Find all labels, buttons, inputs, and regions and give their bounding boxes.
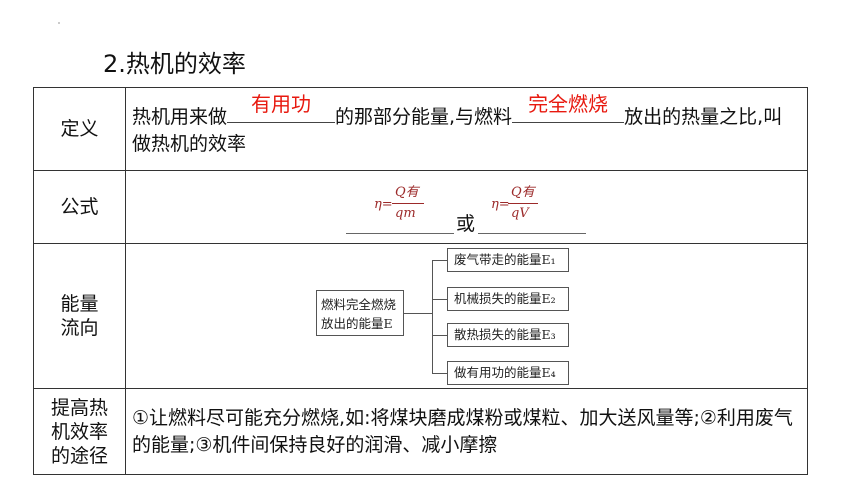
row-improve: 提高热机效率的途径 ①让燃料尽可能充分燃烧,如:将煤块磨成煤粉或煤粒、加大送风量… [33, 388, 808, 475]
connector-vertical [432, 260, 433, 373]
label-definition: 定义 [33, 87, 126, 171]
source-line-2: 放出的能量E [321, 316, 393, 331]
output-box-exhaust: 废气带走的能量E₁ [447, 248, 569, 272]
improve-text: ①让燃料尽可能充分燃烧,如:将煤块磨成煤粉或煤粒、加大送风量等;②利用废气的能量… [132, 406, 793, 456]
formula-area: η= Q有 qm 或 η= Q有 qV [126, 171, 807, 243]
fraction-bar-2 [508, 203, 538, 204]
source-line-1: 燃料完全燃烧 [321, 297, 397, 312]
connector-4 [432, 373, 447, 374]
label-energy-flow-text: 能量流向 [60, 293, 99, 339]
formula-cell: η= Q有 qm 或 η= Q有 qV [125, 170, 808, 244]
or-text: 或 [456, 213, 476, 235]
output-box-mechanical-loss: 机械损失的能量E₂ [447, 287, 569, 311]
row-energy-flow: 能量流向 燃料完全燃烧 放出的能量E 废气带走的能量E₁ 机械损失的能量E₂ 散… [33, 243, 808, 389]
energy-flow-cell: 燃料完全燃烧 放出的能量E 废气带走的能量E₁ 机械损失的能量E₂ 散热损失的能… [125, 243, 808, 389]
section-heading: 2.热机的效率 [103, 50, 246, 78]
connector-main [404, 313, 432, 314]
decorative-dot [58, 22, 60, 24]
blank-1: 有用功 [227, 92, 336, 123]
fraction-bar-1 [392, 203, 424, 204]
blank-line-left [346, 233, 454, 234]
definition-text: 热机用来做 有用功的那部分能量,与燃料完全燃烧放出的热量之比,叫做热机的效率 [126, 92, 807, 158]
answer-complete-combustion: 完全燃烧 [528, 92, 609, 116]
efficiency-table: 定义 热机用来做 有用功的那部分能量,与燃料完全燃烧放出的热量之比,叫做热机的效率… [33, 87, 808, 475]
denominator-2: qV [511, 206, 529, 221]
connector-2 [432, 299, 447, 300]
output-box-heat-loss: 散热损失的能量E₃ [447, 323, 569, 347]
label-improve: 提高热机效率的途径 [33, 388, 126, 475]
output-box-useful-work: 做有用功的能量E₄ [447, 361, 569, 385]
label-energy-flow: 能量流向 [33, 243, 126, 389]
energy-flow-diagram: 燃料完全燃烧 放出的能量E 废气带走的能量E₁ 机械损失的能量E₂ 散热损失的能… [126, 244, 807, 388]
blank-line-right [478, 233, 586, 234]
row-definition: 定义 热机用来做 有用功的那部分能量,与燃料完全燃烧放出的热量之比,叫做热机的效率 [33, 87, 808, 171]
definition-cell: 热机用来做 有用功的那部分能量,与燃料完全燃烧放出的热量之比,叫做热机的效率 [125, 87, 808, 171]
definition-text-1: 热机用来做 [132, 106, 228, 128]
eta-symbol-2: η= [491, 197, 510, 212]
connector-3 [432, 335, 447, 336]
definition-text-2: 的那部分能量,与燃料 [335, 106, 513, 128]
connector-1 [432, 260, 447, 261]
denominator-1: qm [395, 206, 416, 221]
label-formula: 公式 [33, 170, 126, 244]
source-energy-box: 燃料完全燃烧 放出的能量E [316, 290, 404, 336]
answer-useful-work: 有用功 [251, 92, 312, 116]
improve-cell: ①让燃料尽可能充分燃烧,如:将煤块磨成煤粉或煤粒、加大送风量等;②利用废气的能量… [125, 388, 808, 475]
numerator-1: Q有 [395, 185, 419, 200]
definition-text-3: 放出的热量之比,叫做热机的效率 [132, 106, 783, 155]
row-formula: 公式 η= Q有 qm 或 η= Q有 qV [33, 170, 808, 244]
blank-2: 完全燃烧 [512, 92, 625, 123]
label-improve-text: 提高热机效率的途径 [50, 396, 108, 467]
eta-symbol-1: η= [374, 197, 393, 212]
numerator-2: Q有 [511, 185, 535, 200]
